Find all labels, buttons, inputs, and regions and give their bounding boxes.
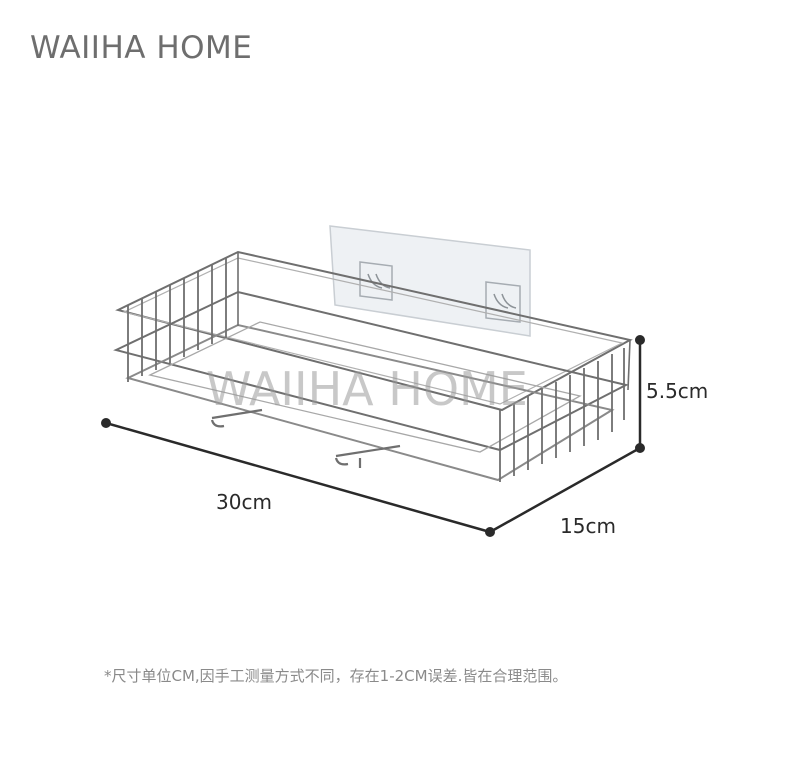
measurement-note: *尺寸单位CM,因手工测量方式不同，存在1-2CM误差.皆在合理范围。: [104, 667, 568, 685]
length-label: 30cm: [216, 490, 272, 514]
width-line: [489, 446, 641, 534]
width-label: 15cm: [560, 514, 616, 538]
watermark-text: WAIIHA HOME: [206, 362, 528, 416]
length-line: [105, 421, 491, 534]
corner-dot: [485, 527, 495, 537]
height-bottom-dot: [635, 443, 645, 453]
dimension-lines: [101, 335, 645, 537]
height-top-dot: [635, 335, 645, 345]
length-start-dot: [101, 418, 111, 428]
height-label: 5.5cm: [646, 379, 709, 403]
adhesive-plate: [329, 225, 531, 337]
brand-title: WAIIHA HOME: [30, 30, 253, 66]
wire-basket: [113, 250, 633, 482]
